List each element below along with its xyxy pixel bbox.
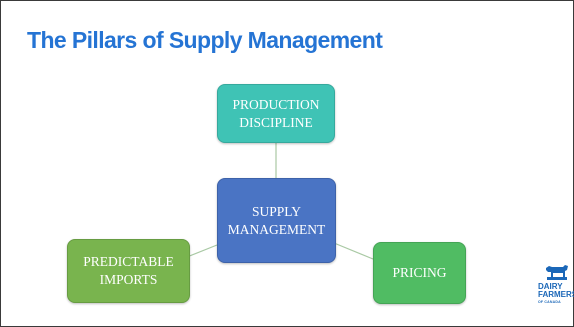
logo-text-farmers: FARMERS (538, 290, 574, 299)
node-production-discipline: PRODUCTION DISCIPLINE (217, 84, 335, 143)
logo-text-dairy: DAIRY (538, 282, 563, 291)
dairy-farmers-logo: DAIRY FARMERS OF CANADA (538, 261, 574, 313)
node-supply-management: SUPPLY MANAGEMENT (217, 178, 336, 263)
cow-icon (546, 265, 568, 280)
connector-right (333, 242, 374, 260)
slide-title: The Pillars of Supply Management (27, 27, 383, 53)
logo-text-of-canada: OF CANADA (538, 300, 561, 304)
node-predictable-imports: PREDICTABLE IMPORTS (67, 239, 190, 303)
node-pricing: PRICING (373, 242, 466, 304)
connector-left (186, 244, 218, 258)
